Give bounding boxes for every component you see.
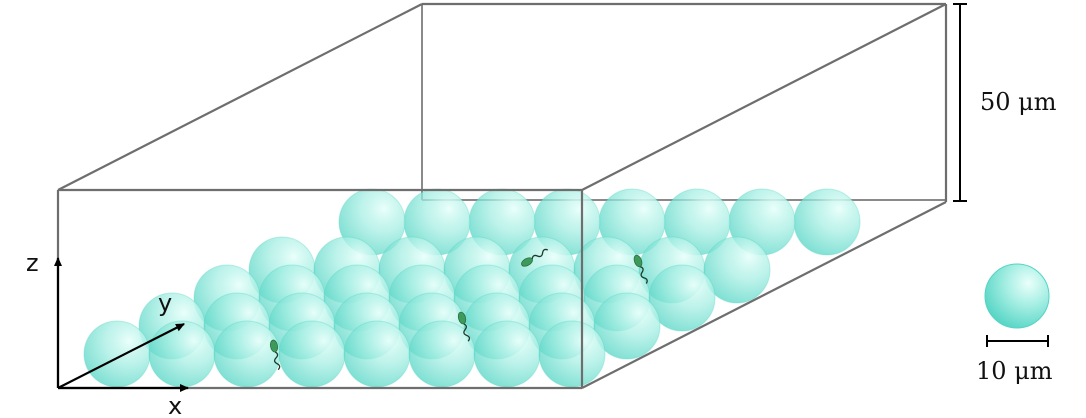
box-top-right-edge [581,3,947,191]
bead [83,320,151,388]
bead [278,320,346,388]
bead [648,264,716,332]
bacteria-group [269,248,648,371]
bacterium-body [269,339,279,353]
bead [473,320,541,388]
bacterium-body [521,257,533,267]
bead [538,320,606,388]
bead [213,320,281,388]
bead [408,320,476,388]
bead-diameter-scale-bar [986,335,1049,347]
bacterium [521,248,549,267]
packed-beads [83,188,861,388]
box-bottom-right-edge [581,201,947,389]
bacterium-body [457,311,467,325]
bead [793,188,861,256]
bead [703,236,771,304]
bacterium [269,339,281,371]
x-axis-label: x [168,392,182,418]
bead-diameter-label: 10 μm [976,357,1053,385]
bacterium-flagellum [463,323,471,342]
y-axis-label: y [158,289,172,317]
box-top-left-edge [57,3,423,191]
bacterium-flagellum [531,248,549,260]
bacterium-flagellum [273,351,281,371]
height-scale-label: 50 μm [980,88,1057,116]
box-back-edges [421,4,946,201]
y-axis-arrow [57,323,185,389]
z-axis-label: z [26,249,39,277]
bacterium-body [633,254,643,268]
bead [343,320,411,388]
coordinate-axes [54,257,189,392]
bacterium [457,311,471,342]
bead [148,320,216,388]
legend-bead [984,263,1050,329]
height-scale-bar [953,3,967,202]
bacterium [633,254,648,284]
bacterium-flagellum [639,266,648,284]
bead [593,292,661,360]
